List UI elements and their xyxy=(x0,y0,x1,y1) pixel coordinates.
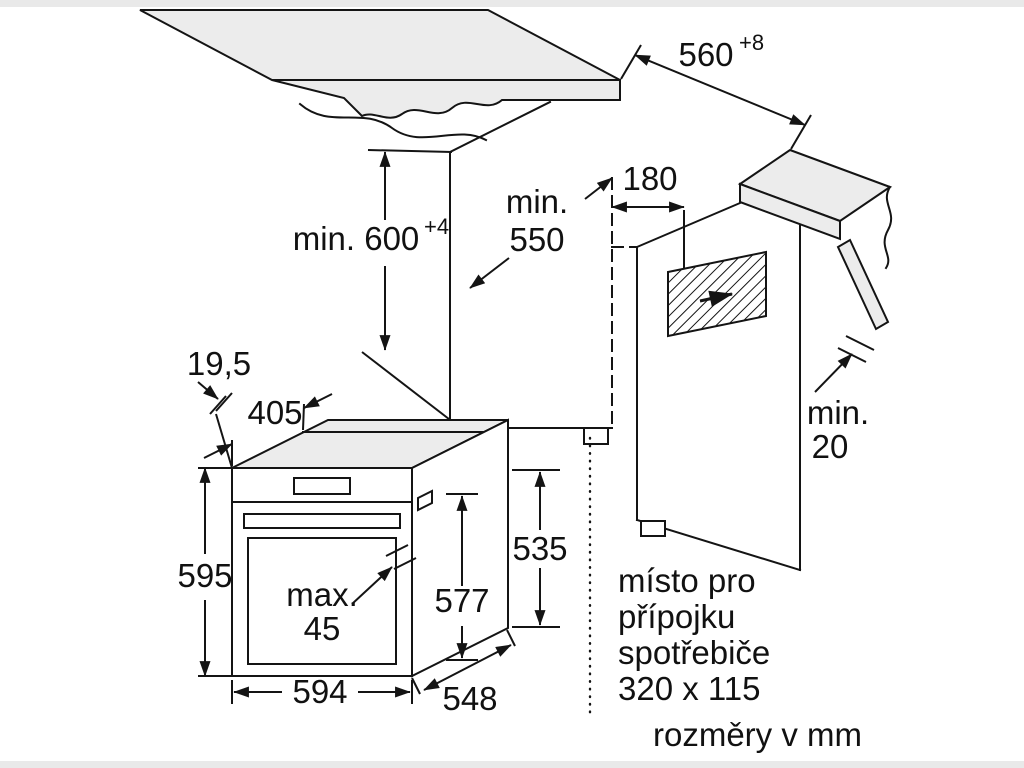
dim-rear-gap-label-2: 20 xyxy=(812,428,849,465)
dim-niche-height-label: min. 600 xyxy=(293,220,420,257)
cabinet-right xyxy=(635,148,893,572)
vent-cutout xyxy=(667,250,767,338)
dim-niche-width-tolerance: +8 xyxy=(739,30,764,55)
dim-front-overhang: 19,5 xyxy=(187,345,251,469)
dim-niche-width: 560 +8 xyxy=(620,30,812,150)
connection-note-line-2: přípojku xyxy=(618,598,735,635)
countertop-right-break-line xyxy=(883,185,893,270)
dim-oven-width: 594 xyxy=(231,673,413,710)
dim-handle-clearance: max. 45 xyxy=(286,544,417,647)
dim-front-overhang-label: 19,5 xyxy=(187,345,251,382)
oven-door-glass xyxy=(247,537,397,665)
dim-cavity-height-label: 577 xyxy=(434,582,489,619)
dim-vent-offset-label: 180 xyxy=(622,160,677,197)
countertop-break-line xyxy=(298,102,488,142)
dim-handle-clearance-label-1: max. xyxy=(286,576,358,613)
dim-niche-depth: min. 550 xyxy=(469,177,613,289)
countertop-left-front-face xyxy=(271,79,621,119)
bottom-border-strip xyxy=(0,761,1024,768)
dim-vent-offset: 180 xyxy=(611,160,685,268)
cabinet-foot xyxy=(583,427,609,445)
airflow-arrow xyxy=(699,290,734,307)
dim-rear-gap: min. 20 xyxy=(807,335,875,465)
dim-top-depth: 405 xyxy=(203,393,333,466)
niche-opening xyxy=(448,100,638,445)
countertop-left xyxy=(139,9,621,142)
dim-oven-height: 595 xyxy=(177,467,233,677)
oven xyxy=(231,418,509,678)
dim-niche-height: min. 600 +4 xyxy=(293,149,459,427)
side-grip-slot xyxy=(417,489,433,512)
dim-niche-width-label: 560 xyxy=(678,36,733,73)
top-border-strip xyxy=(0,0,1024,7)
connection-note-line-4: 320 x 115 xyxy=(618,670,761,707)
dim-rear-gap-label-1: min. xyxy=(807,394,869,431)
connection-note: místo pro přípojku spotřebiče 320 x 115 xyxy=(618,562,770,707)
dim-niche-depth-label-2: 550 xyxy=(509,221,564,258)
cabinet-foot xyxy=(640,520,666,537)
connection-note-line-1: místo pro xyxy=(618,562,756,599)
units-note: rozměry v mm xyxy=(653,716,862,753)
dim-niche-depth-label-1: min. xyxy=(506,183,568,220)
dim-cavity-height: 577 xyxy=(434,493,490,661)
dim-rear-height-label: 535 xyxy=(512,530,567,567)
countertop-left-top-face xyxy=(139,9,621,81)
dim-niche-height-tolerance: +4 xyxy=(424,214,449,239)
dim-handle-clearance-label-2: 45 xyxy=(304,610,341,647)
vent-hatch-area xyxy=(667,250,767,338)
oven-display xyxy=(293,477,351,495)
rear-wall-strip xyxy=(836,238,890,331)
dim-top-depth-label: 405 xyxy=(247,394,302,431)
dim-oven-depth-label: 548 xyxy=(442,680,497,717)
dim-oven-depth: 548 xyxy=(411,629,516,717)
dim-oven-height-label: 595 xyxy=(177,557,232,594)
dim-rear-height: 535 xyxy=(512,469,568,628)
oven-handle xyxy=(243,513,401,529)
countertop-right-front-face xyxy=(739,182,841,241)
dim-oven-width-label: 594 xyxy=(292,673,347,710)
connection-note-line-3: spotřebiče xyxy=(618,634,770,671)
